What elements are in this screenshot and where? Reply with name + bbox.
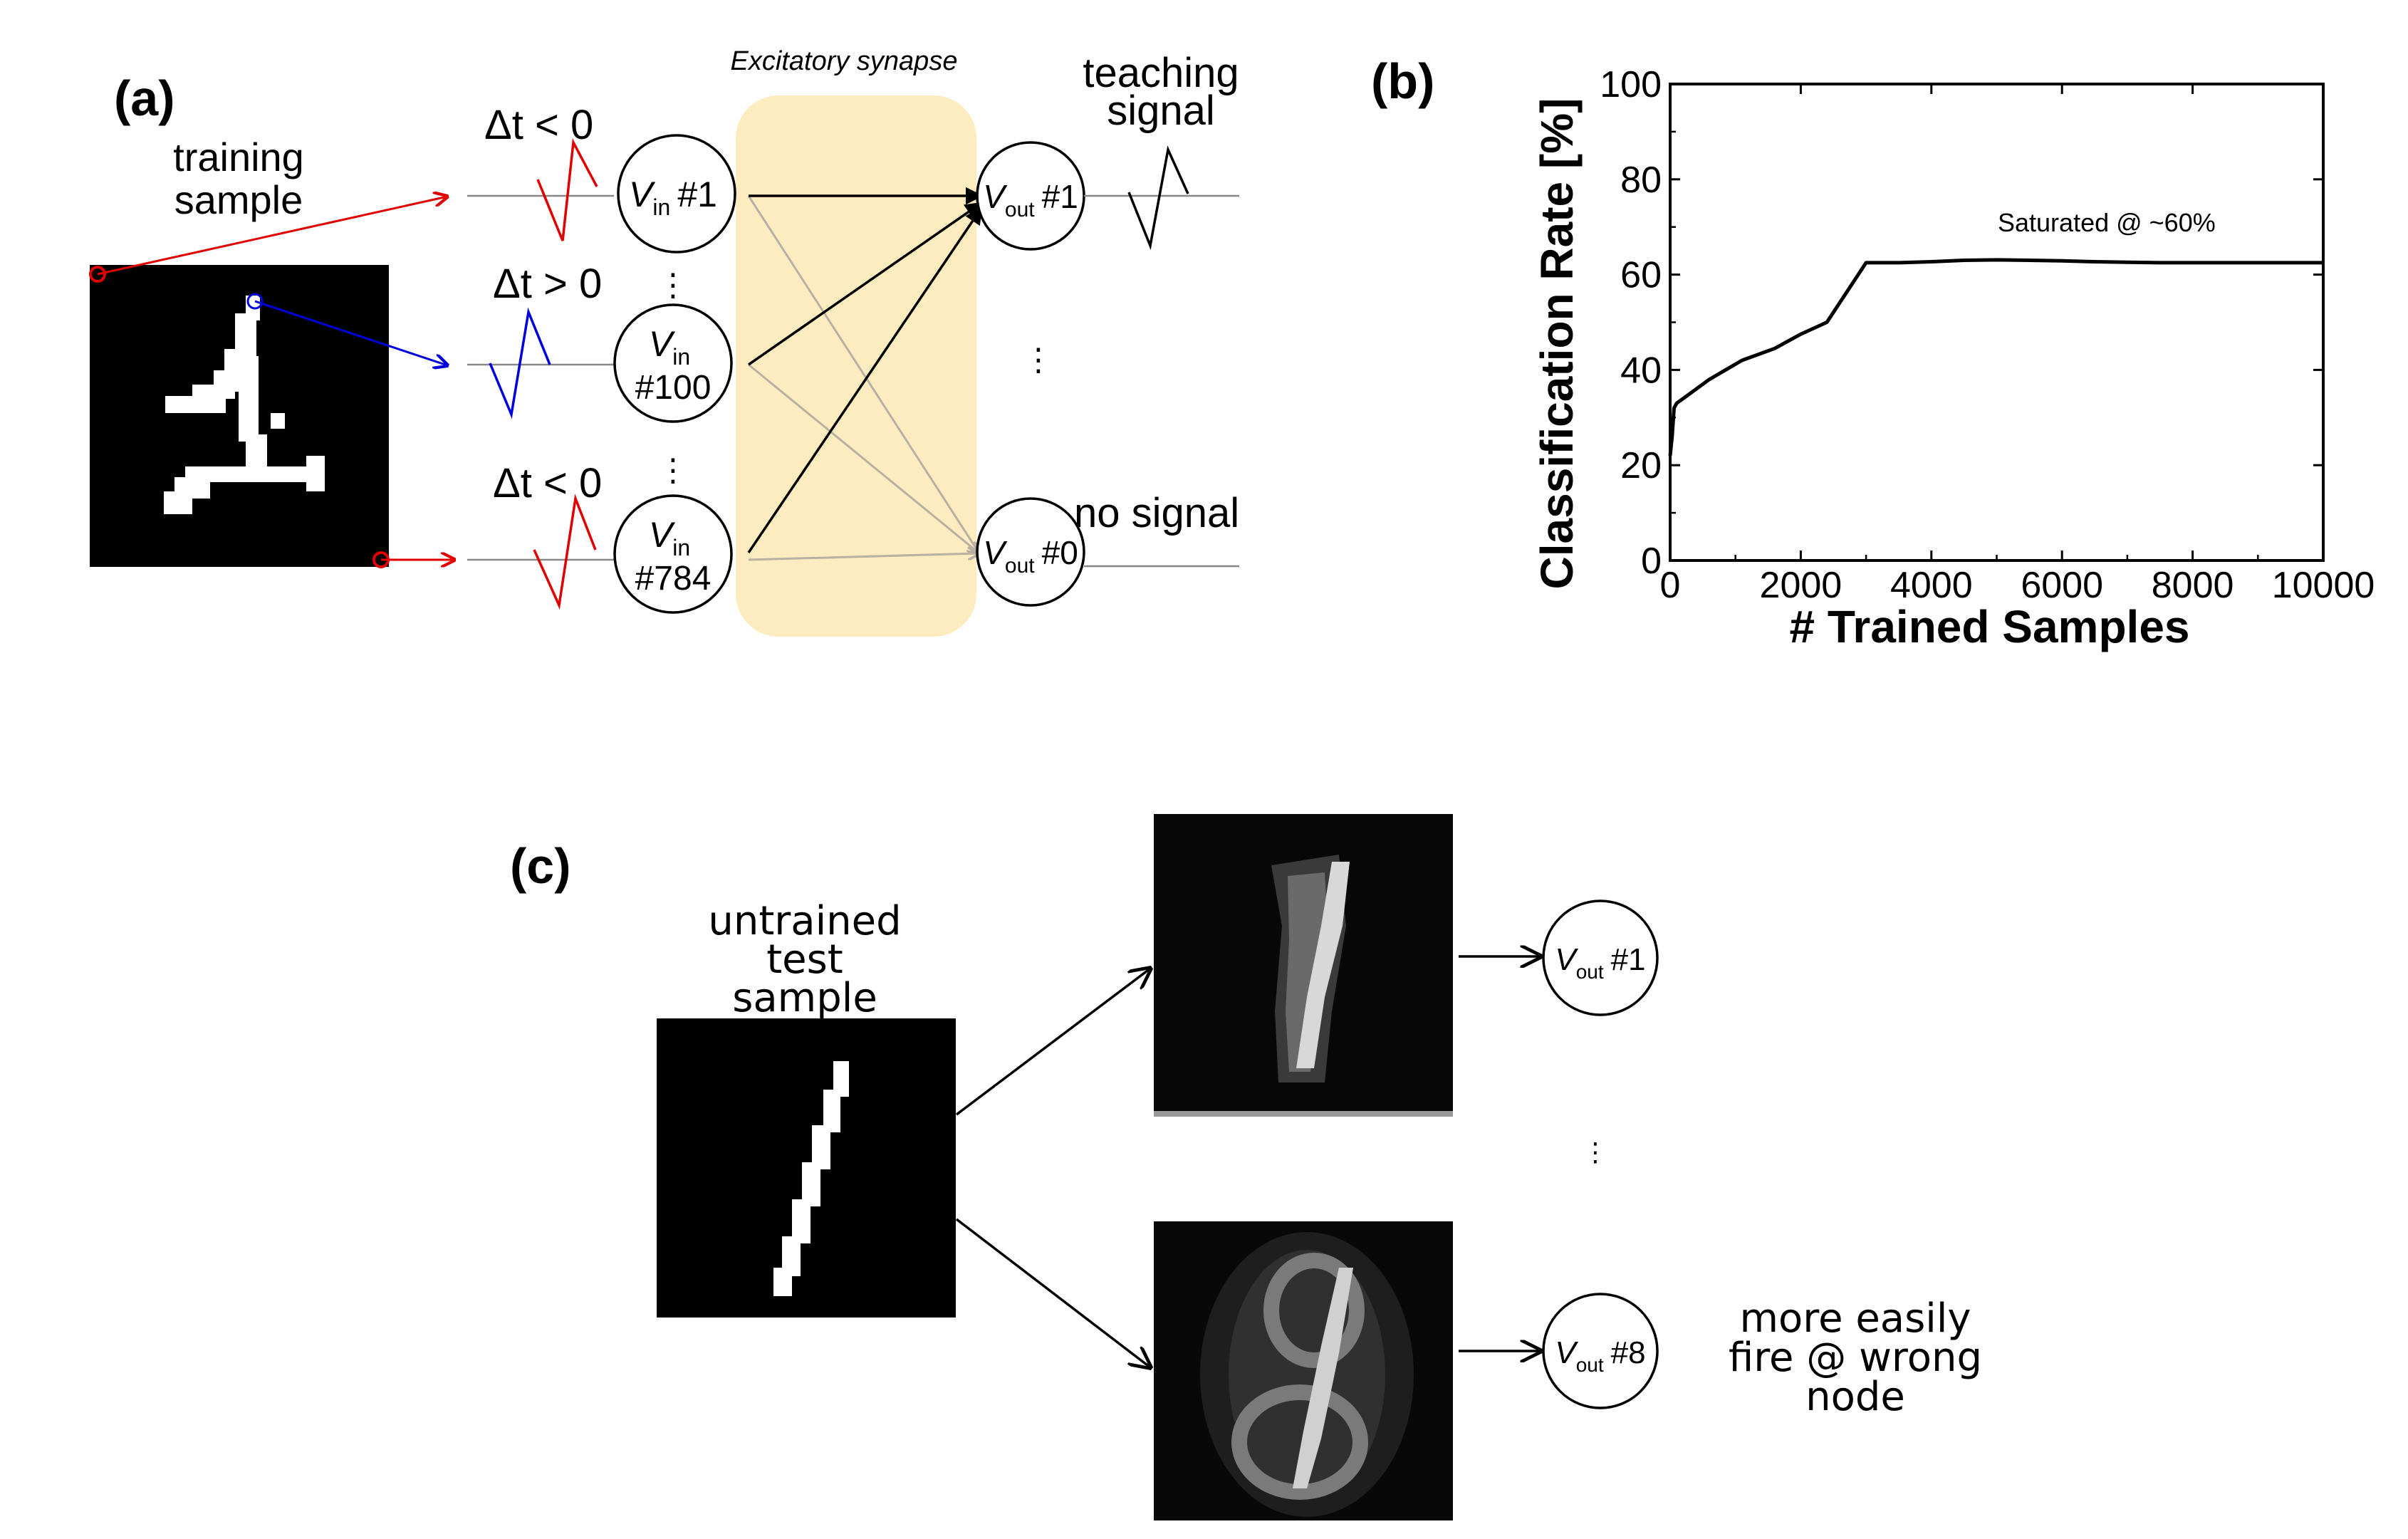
note-line1: more easily xyxy=(1739,1295,1971,1342)
teaching-signal-line1: teaching xyxy=(1083,50,1239,96)
svg-text:Vin: Vin xyxy=(649,515,690,560)
dt-label-1: Δt < 0 xyxy=(484,102,593,148)
training-digit-image xyxy=(89,265,390,568)
spike-waveform-red-1 xyxy=(536,138,598,241)
synapse-label: Excitatory synapse xyxy=(731,46,958,76)
x-tick-label: 6000 xyxy=(2021,565,2103,606)
test-sample-line1: untrained xyxy=(708,898,901,944)
panel-a: (a) training sample xyxy=(89,46,1239,637)
svg-text:#784: #784 xyxy=(635,560,712,598)
x-tick-label: 8000 xyxy=(2152,565,2234,606)
test-digit-image xyxy=(657,1018,956,1318)
panel-a-label: (a) xyxy=(114,71,175,126)
y-tick-label: 20 xyxy=(1620,445,1662,486)
y-tick-label: 80 xyxy=(1620,160,1662,201)
x-tick-label: 0 xyxy=(1660,565,1681,606)
x-tick-label: 10000 xyxy=(2272,565,2375,606)
dt-label-2: Δt > 0 xyxy=(493,261,602,307)
ellipsis-outputs: ⋮ xyxy=(1023,342,1054,378)
red-connector-top xyxy=(97,197,447,276)
y-tick-label: 0 xyxy=(1641,541,1662,582)
no-signal-label: no signal xyxy=(1074,490,1239,536)
teaching-signal-line2: signal xyxy=(1107,88,1215,134)
x-axis-label: # Trained Samples xyxy=(1789,601,2189,652)
training-sample-label-line1: training xyxy=(173,135,304,179)
output-neuron-0: Vout#0 xyxy=(976,497,1085,607)
y-axis-label: Classification Rate [%] xyxy=(1531,98,1583,590)
teaching-signal-waveform xyxy=(1127,145,1189,251)
x-tick-label: 2000 xyxy=(1760,565,1843,606)
svg-text:Vout#1: Vout#1 xyxy=(983,178,1078,221)
svg-text:Vout#0: Vout#0 xyxy=(983,534,1078,578)
note-line3: node xyxy=(1805,1374,1905,1420)
panel-b-label: (b) xyxy=(1371,53,1434,109)
svg-text:Vout#8: Vout#8 xyxy=(1555,1335,1645,1376)
output-neuron-1: Vout#1 xyxy=(976,141,1085,251)
blue-connector xyxy=(254,300,447,365)
spike-waveform-red-2 xyxy=(533,494,597,610)
classification-rate-chart: 0 2000 4000 6000 8000 10000 0 20 40 60 80 100 # Trai… xyxy=(1531,64,2375,652)
panel-b: (b) 0 2000 4000 6000 8000 10000 0 20 40 60 80 100 # … xyxy=(1371,53,2375,652)
x-tick-label: 4000 xyxy=(1890,565,1973,606)
input-neuron-100: Vin #100 xyxy=(613,303,733,423)
chart-plot-frame xyxy=(1669,83,2325,562)
y-tick-label: 100 xyxy=(1600,64,1662,105)
series-line xyxy=(1668,258,2323,457)
test-output-neuron-8: Vout#8 xyxy=(1542,1293,1659,1409)
svg-text:Vout#1: Vout#1 xyxy=(1555,942,1645,983)
test-sample-line2: test xyxy=(766,937,843,983)
ellipsis-inputs-2: ⋮ xyxy=(657,452,689,489)
ellipsis-test: ⋮ xyxy=(1583,1138,1608,1167)
y-tick-label: 60 xyxy=(1620,255,1662,296)
saturation-annotation: Saturated @ ~60% xyxy=(1998,208,2216,237)
spike-waveform-blue xyxy=(489,307,551,419)
ellipsis-inputs-1: ⋮ xyxy=(657,267,689,303)
input-neuron-784: Vin #784 xyxy=(613,494,733,614)
panel-c-label: (c) xyxy=(510,838,571,894)
input-neuron-1: Vin#1 xyxy=(617,134,736,254)
weight-map-node-1 xyxy=(1154,814,1453,1117)
panel-c: (c) untrained test sample xyxy=(510,814,1982,1520)
dt-label-3: Δt < 0 xyxy=(493,460,602,506)
weight-map-node-8 xyxy=(1154,1221,1453,1520)
svg-text:Vin#1: Vin#1 xyxy=(629,174,717,220)
training-sample-label-line2: sample xyxy=(174,177,303,222)
svg-text:#100: #100 xyxy=(635,369,712,407)
svg-text:Vin: Vin xyxy=(649,324,690,370)
y-tick-label: 40 xyxy=(1620,350,1662,391)
test-output-neuron-1: Vout#1 xyxy=(1542,899,1659,1016)
test-sample-line3: sample xyxy=(732,975,877,1021)
note-line2: fire @ wrong xyxy=(1729,1335,1982,1381)
